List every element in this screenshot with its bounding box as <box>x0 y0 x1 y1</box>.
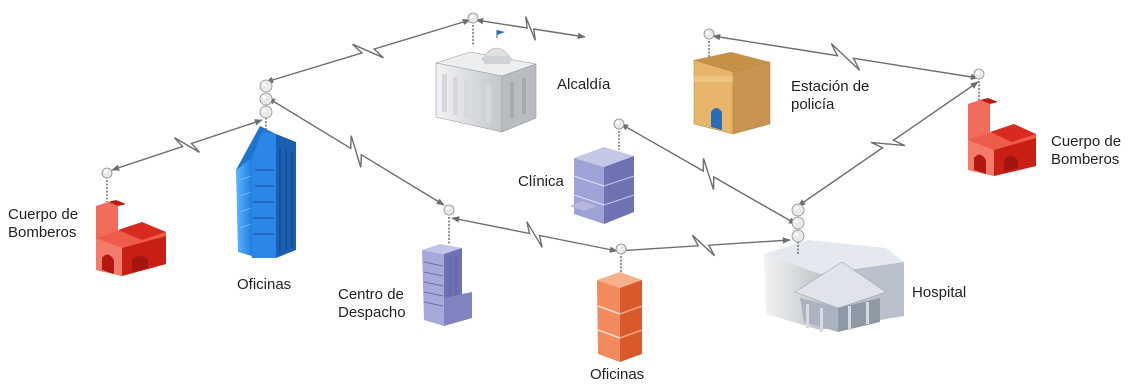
radio-link-5 <box>451 216 618 253</box>
radio-link-9 <box>712 33 979 81</box>
antenna-bomberos-left-icon <box>101 167 113 202</box>
label-alcaldia: Alcaldía <box>557 76 611 93</box>
fire-station-left-icon <box>96 200 166 276</box>
antenna-despacho-icon <box>443 204 455 245</box>
label-cuerpo-de-bomberos-right: Cuerpo de Bomberos <box>1051 133 1122 168</box>
fire-station-right-icon <box>968 98 1036 176</box>
antenna-oficinas-orange-icon <box>615 243 627 272</box>
city-hall-icon <box>434 30 538 133</box>
radio-links <box>111 16 979 257</box>
office-tower-blue-icon <box>236 126 296 258</box>
antenna-hospital-icon <box>791 203 805 255</box>
radio-link-6 <box>616 234 791 257</box>
radio-link-1 <box>475 16 586 41</box>
antennas <box>101 12 985 272</box>
label-oficinas-tower: Oficinas <box>237 276 292 293</box>
radio-link-3 <box>111 119 263 171</box>
label-centro-de-despacho: Centro de Despacho <box>338 286 406 321</box>
radio-link-8 <box>797 81 979 207</box>
antenna-policia-icon <box>703 28 715 58</box>
antenna-oficinas-tower-icon <box>259 79 273 130</box>
antenna-clinica-icon <box>613 118 625 150</box>
radio-link-2 <box>265 19 471 83</box>
police-station-icon <box>693 52 771 135</box>
hospital-icon <box>764 240 904 332</box>
label-clinica: Clínica <box>518 173 564 190</box>
office-orange-icon <box>597 272 643 362</box>
label-estacion-de-policia: Estación de policía <box>791 78 870 113</box>
clinic-icon <box>570 147 635 224</box>
radio-link-7 <box>620 123 797 225</box>
antenna-bomberos-right-icon <box>973 68 985 102</box>
label-hospital: Hospital <box>912 284 967 301</box>
label-oficinas-orange: Oficinas <box>590 366 645 383</box>
dispatch-center-icon <box>422 244 472 326</box>
antenna-alcaldia-icon <box>467 12 479 46</box>
radio-link-4 <box>267 97 445 206</box>
label-cuerpo-de-bomberos-left: Cuerpo de Bomberos <box>8 206 79 241</box>
